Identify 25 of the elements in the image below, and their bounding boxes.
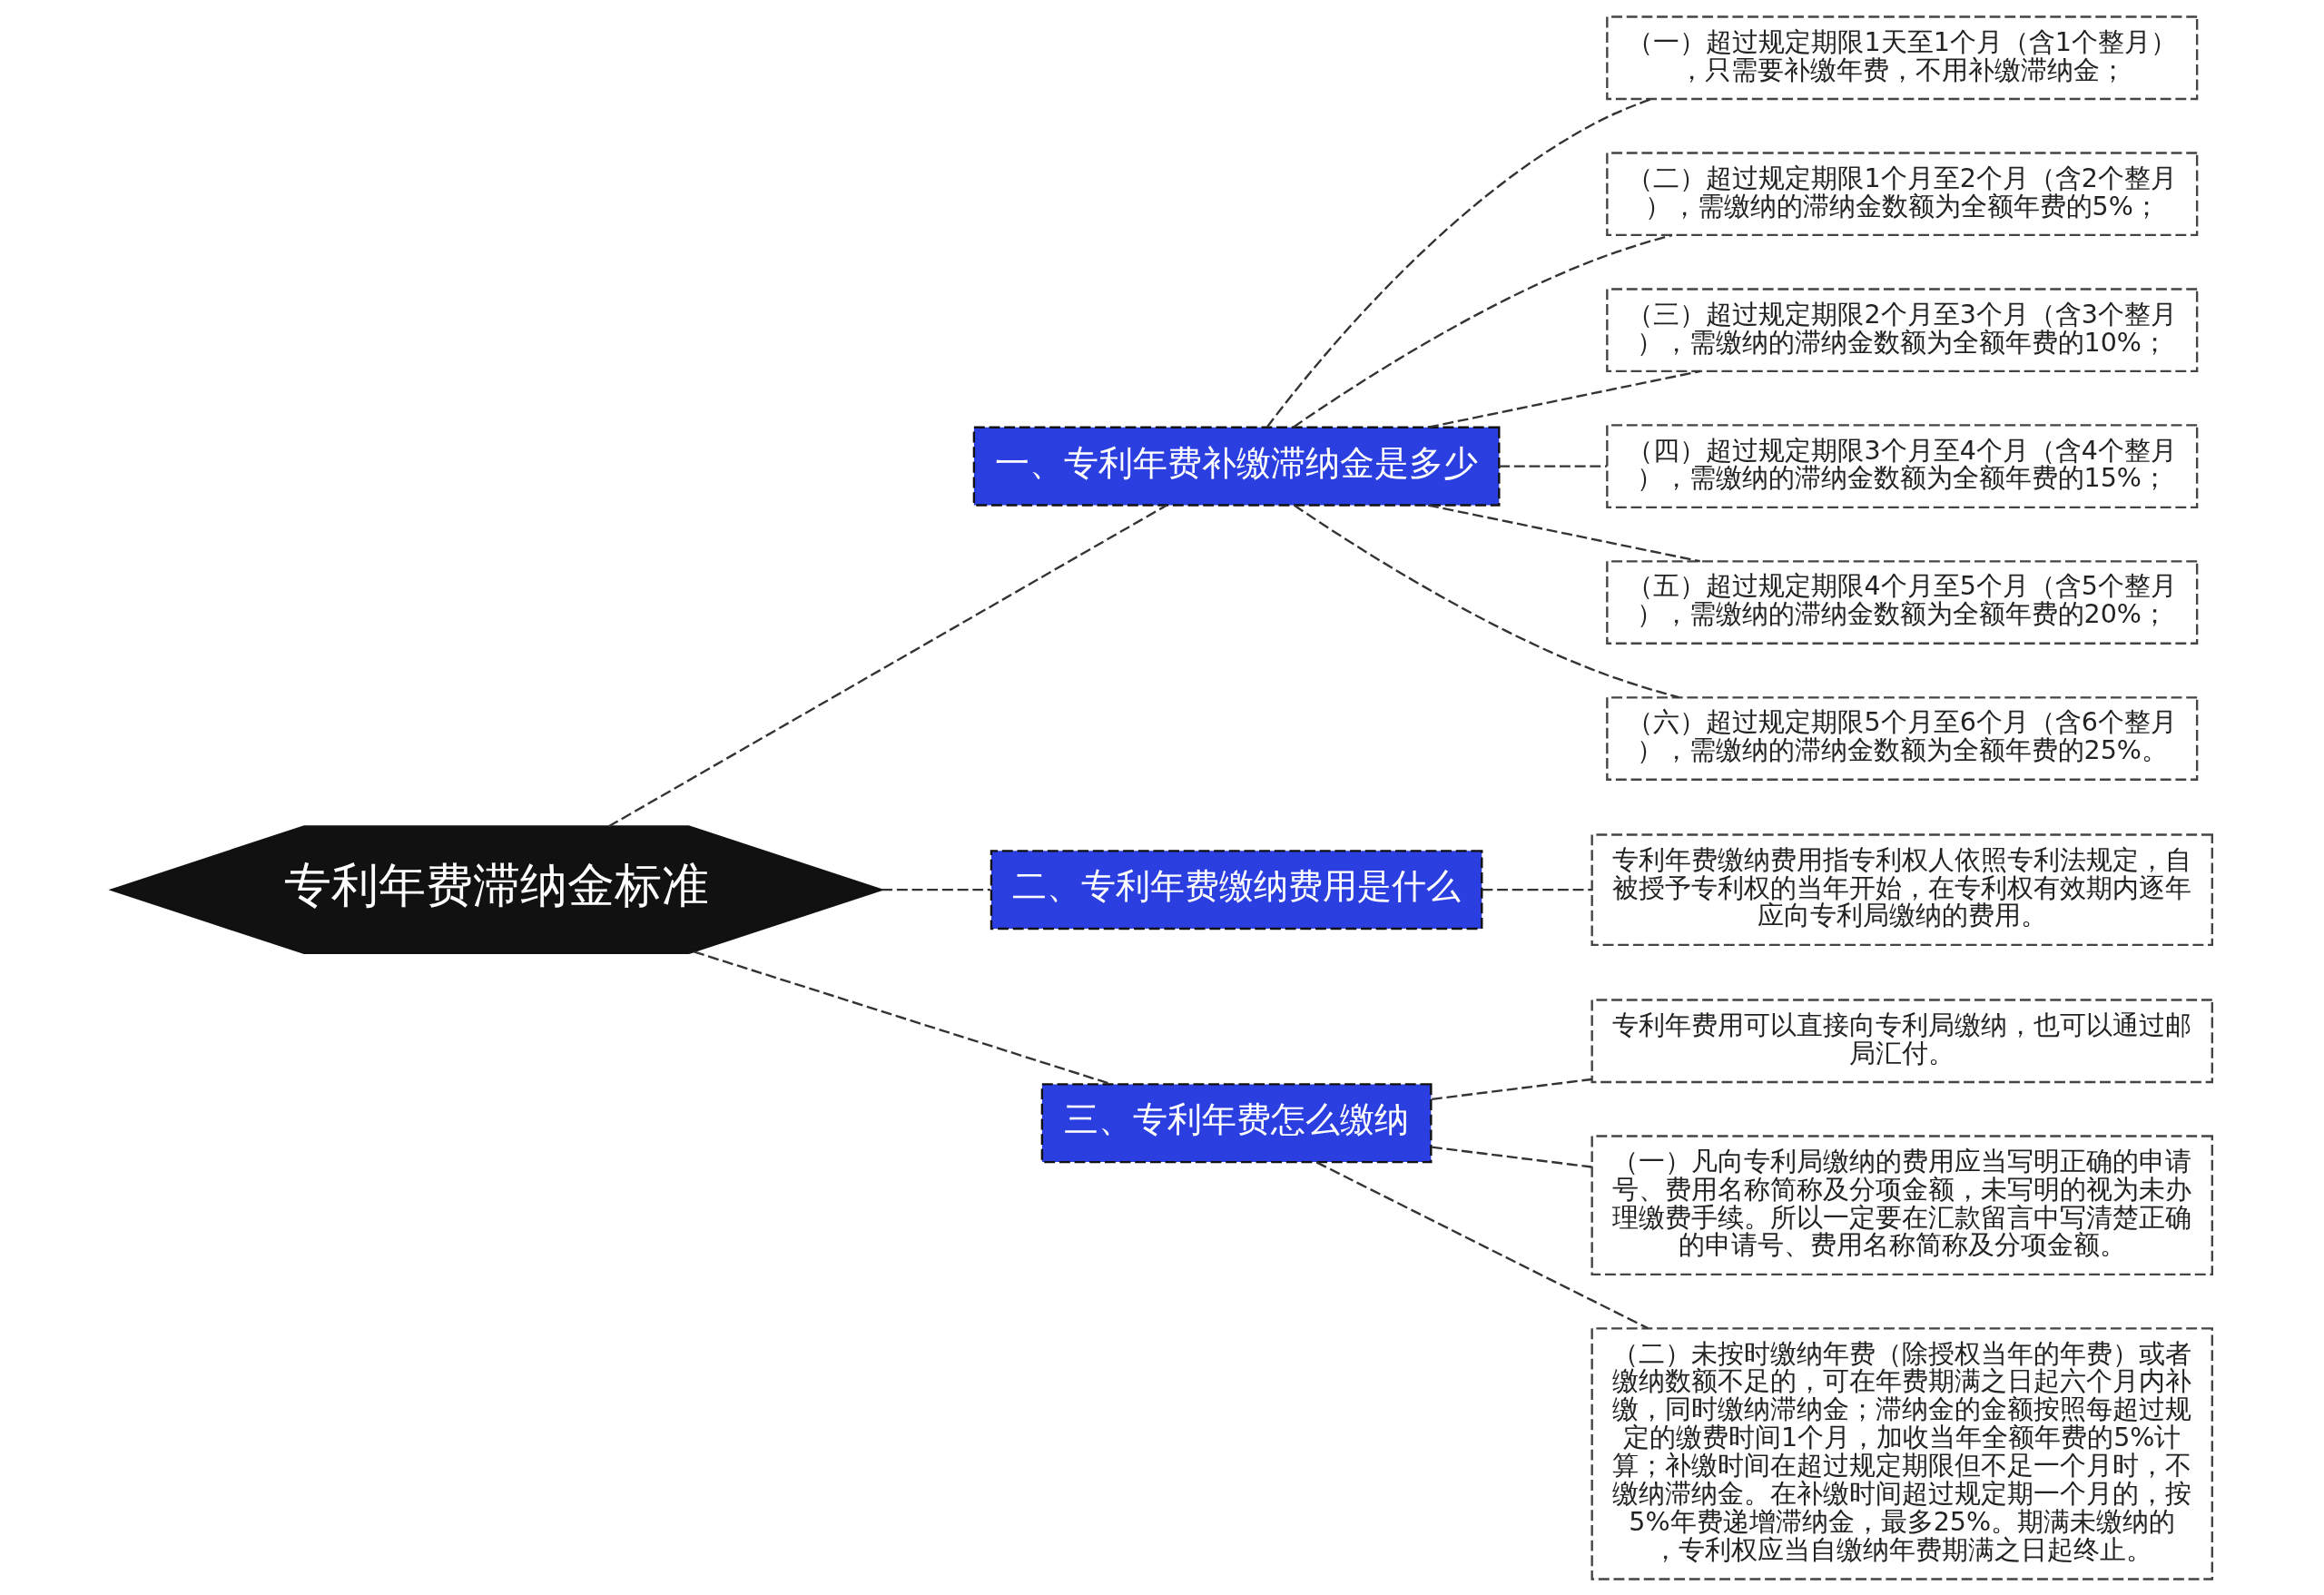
node-box: （一）超过规定期限1天至1个月（含1个整月），只需要补缴年费，不用补缴滞纳金； xyxy=(1606,15,2199,100)
connector xyxy=(1266,97,1652,428)
connector xyxy=(1293,233,1673,428)
connector xyxy=(881,888,991,891)
node-box: 二、专利年费缴纳费用是什么 xyxy=(990,849,1483,930)
connector xyxy=(1293,504,1679,698)
connector xyxy=(1431,1145,1592,1168)
node-box: （六）超过规定期限5个月至6个月（含6个整月），需缴纳的滞纳金数额为全额年费的25%。 xyxy=(1606,695,2199,781)
node-box: 专利年费用可以直接向专利局缴纳，也可以通过邮局汇付。 xyxy=(1590,998,2213,1083)
node-box: 专利年费缴纳费用指专利权人依照专利法规定，自被授予专利权的当年开始，在专利权有效期内逐年应向专利局缴纳的费用。 xyxy=(1590,832,2213,946)
connector xyxy=(1427,369,1700,428)
node-box: （五）超过规定期限4个月至5个月（含5个整月），需缴纳的滞纳金数额为全额年费的20%； xyxy=(1606,559,2199,645)
node-box: （一）凡向专利局缴纳的费用应当写明正确的申请号、费用名称简称及分项金额，未写明的视为未办理缴费手续。所以一定要在汇款留言中写清楚正确的申请号、费用名称简称及分项金额。 xyxy=(1590,1134,2213,1275)
connector xyxy=(1315,1160,1649,1329)
node-box: （四）超过规定期限3个月至4个月（含4个整月），需缴纳的滞纳金数额为全额年费的15%； xyxy=(1606,423,2199,508)
node-box: 三、专利年费怎么缴纳 xyxy=(1040,1082,1433,1163)
node-box: （三）超过规定期限2个月至3个月（含3个整月），需缴纳的滞纳金数额为全额年费的10%； xyxy=(1606,287,2199,372)
connector xyxy=(608,504,1167,827)
connector xyxy=(1431,1078,1592,1100)
node-box: （二）超过规定期限1个月至2个月（含2个整月），需缴纳的滞纳金数额为全额年费的5%； xyxy=(1606,151,2199,236)
node-box: （二）未按时缴纳年费（除授权当年的年费）或者缴纳数额不足的，可在年费期满之日起六个月内补缴，同时缴纳滞纳金；滞纳金的金额按照每超过规定的缴费时间1个月，加收当年全额年费的5%计算；补缴时间在超过规定期限但不足一个月时，不缴纳滞纳金。在补缴时间超过规定期一个月的，按5%年费递增滞纳金，最多25%。期满未缴纳的，专利权应当自缴纳年费期满之日起终止。 xyxy=(1590,1326,2213,1580)
node-box: 一、专利年费补缴滞纳金是多少 xyxy=(972,426,1501,507)
connector xyxy=(1499,464,1608,468)
connector xyxy=(1427,503,1700,562)
connector xyxy=(1482,888,1592,891)
